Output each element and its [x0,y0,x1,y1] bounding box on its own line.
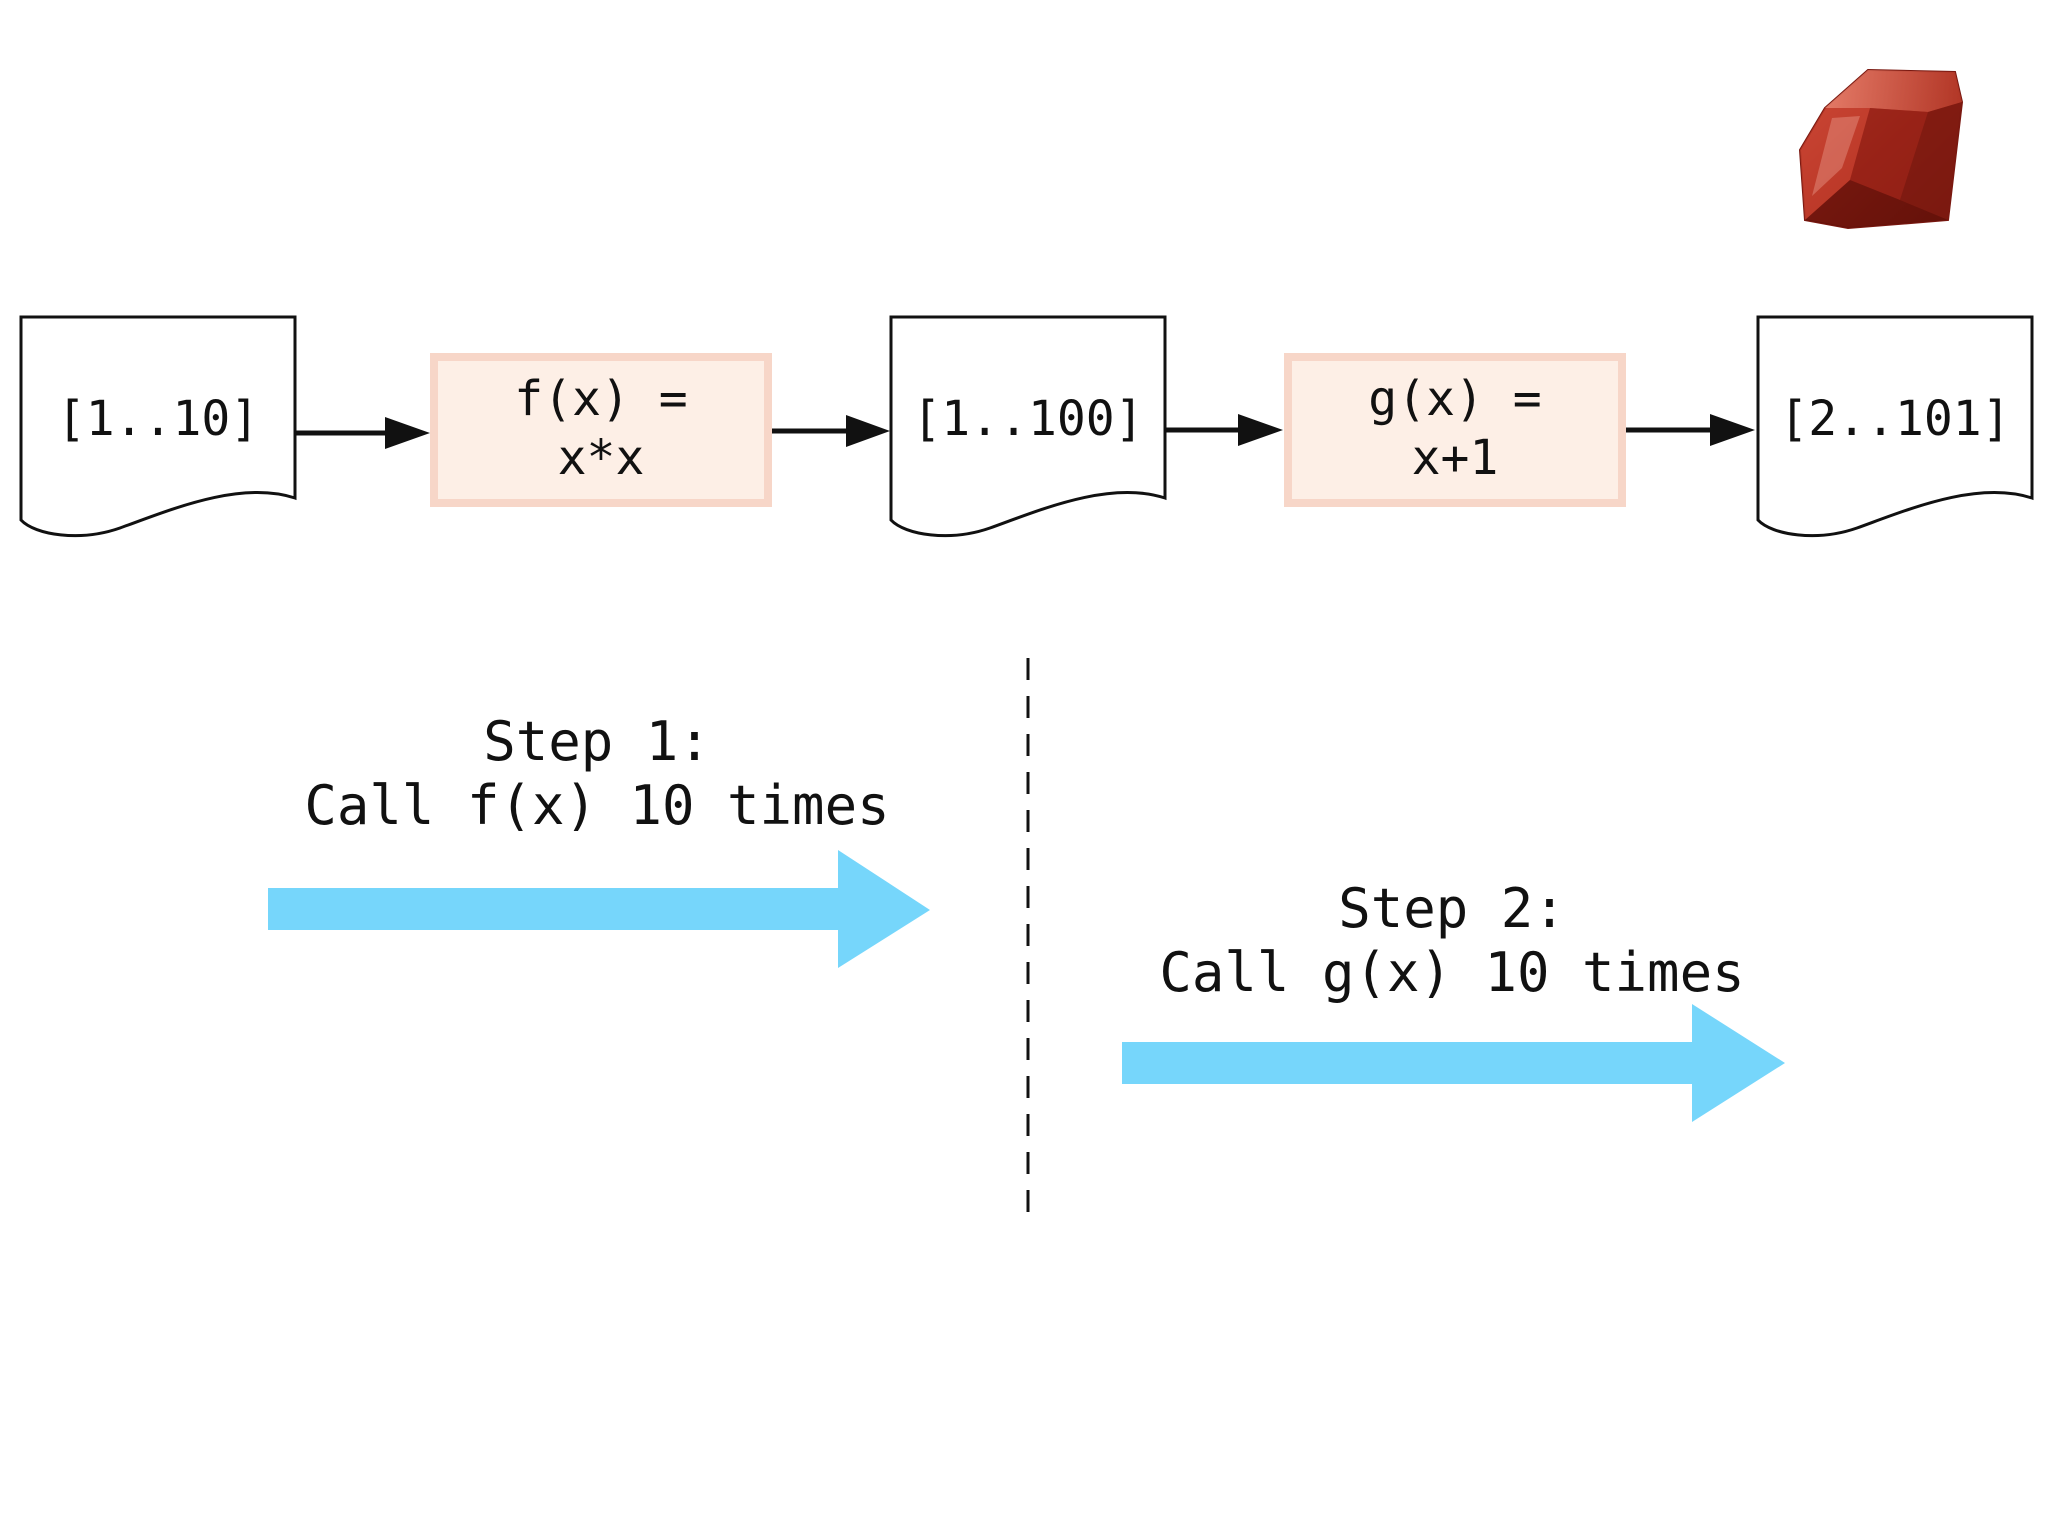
step-1-description: Call f(x) 10 times [304,774,889,837]
mid-document-node: [1..100] [889,315,1167,538]
function-g-line2: x+1 [1412,430,1499,486]
ruby-gem-logo-icon [1798,68,1964,230]
input-document-label: [1..10] [57,391,259,447]
output-document-node: [2..101] [1756,315,2034,538]
input-document-node: [1..10] [19,315,297,538]
function-f-line1: f(x) = [514,371,687,427]
function-g-line1: g(x) = [1368,371,1541,427]
mid-document-label: [1..100] [912,391,1143,447]
connector-g-to-output [1626,414,1755,446]
function-g-node: g(x) = x+1 [1284,353,1626,507]
step-2-description: Call g(x) 10 times [1159,941,1744,1004]
connector-mid-to-g [1165,414,1283,446]
function-f-node: f(x) = x*x [430,353,772,507]
step-1-arrow [268,850,930,968]
step-1-title: Step 1: [483,710,711,773]
step-2-title: Step 2: [1338,877,1566,940]
output-document-label: [2..101] [1779,391,2010,447]
step-1-group: Step 1: Call f(x) 10 times [268,710,930,968]
function-f-line2: x*x [558,430,645,486]
step-2-arrow [1122,1004,1785,1122]
step-2-group: Step 2: Call g(x) 10 times [1122,877,1785,1122]
connector-f-to-mid [772,415,890,447]
connector-input-to-f [295,417,430,449]
